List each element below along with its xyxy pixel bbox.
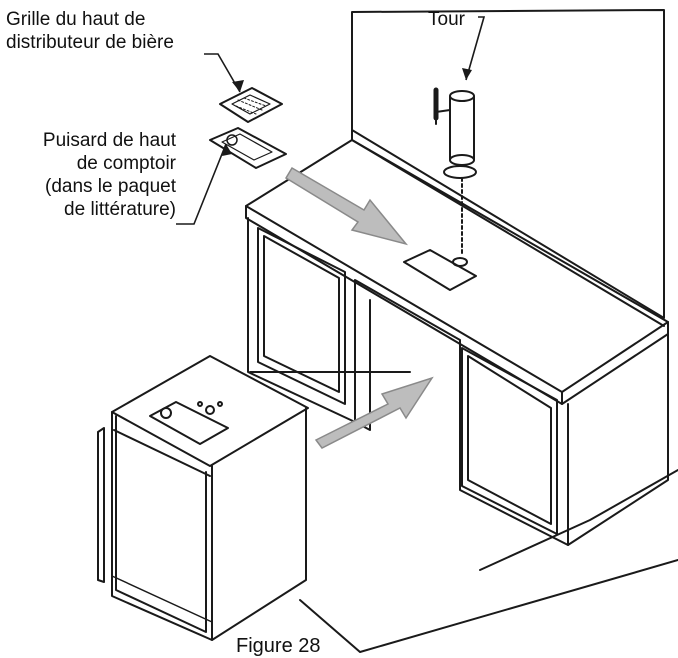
tour-leader <box>465 16 486 81</box>
sump-install-arrow <box>284 166 409 246</box>
sump-part <box>209 127 287 169</box>
grille-label: Grille du haut de distributeur de bière <box>6 8 174 54</box>
puisard-label-line2: de comptoir <box>76 153 176 174</box>
base-cabinet <box>247 217 569 546</box>
left-cabinet-door <box>257 227 346 405</box>
puisard-label-line1: Puisard de haut <box>42 130 176 151</box>
countertop-opening <box>403 249 477 291</box>
unit-install-arrow <box>314 376 434 449</box>
puisard-label-line4: de littérature) <box>64 199 176 220</box>
backsplash <box>351 9 665 319</box>
right-cabinet-door <box>461 347 558 535</box>
grille-label-line2: distributeur de bière <box>6 32 174 53</box>
beer-tower <box>433 87 477 267</box>
floor-outline <box>249 371 678 653</box>
figure-caption: Figure 28 <box>236 635 321 657</box>
puisard-label-line3: (dans le paquet <box>45 176 176 197</box>
refrigerator-unit <box>97 355 309 641</box>
grille-leader <box>204 53 241 93</box>
puisard-label: Puisard de haut de comptoir (dans le paq… <box>43 129 176 221</box>
grille-part <box>219 87 283 123</box>
tour-label: Tour <box>428 9 465 30</box>
grille-label-line1: Grille du haut de <box>6 9 146 30</box>
puisard-leader <box>176 143 227 225</box>
